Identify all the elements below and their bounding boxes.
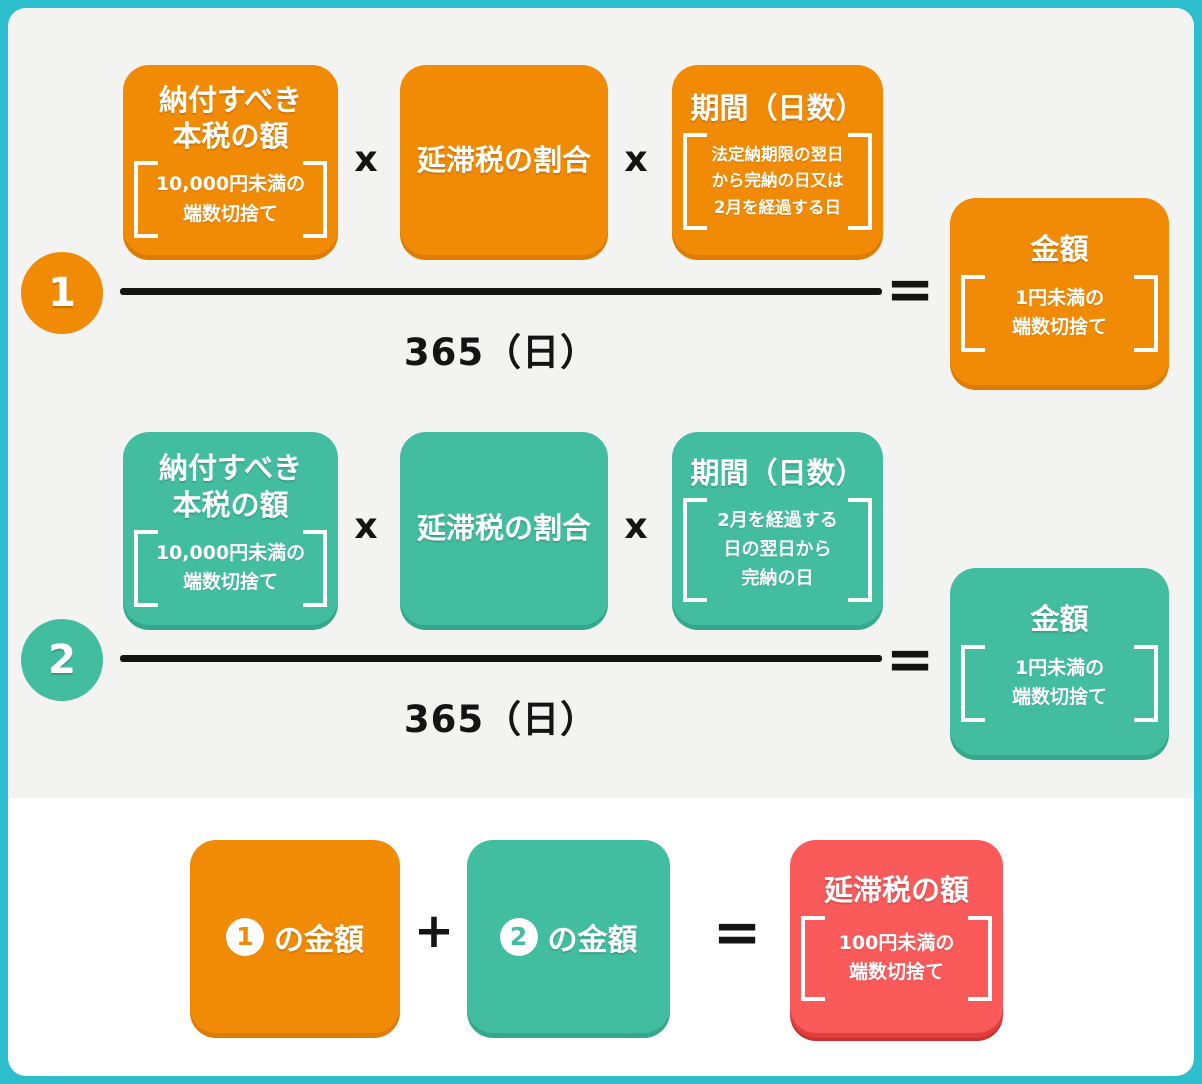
f2-multiply-sign-2: x xyxy=(624,506,648,547)
f1-multiply-sign-1: x xyxy=(354,139,378,180)
f1-amount-result-bracket: 1円未満の 端数切捨て xyxy=(961,274,1158,352)
f1-principal-tax-box: 納付すべき 本税の額 10,000円未満の 端数切捨て xyxy=(123,65,338,255)
f2-delinquency-rate-box: 延滞税の割合 xyxy=(400,432,608,625)
f3-equals-sign: = xyxy=(712,898,762,966)
f1-denominator-365-days: 365（日） xyxy=(403,331,599,374)
circled-1-icon: 1 xyxy=(226,917,264,956)
f1-principal-tax-title: 納付すべき 本税の額 xyxy=(159,82,302,154)
f1-principal-tax-note-bracket: 10,000円未満の 端数切捨て xyxy=(134,161,327,239)
f3-plus-sign: + xyxy=(413,903,455,959)
f2-delinquency-rate-title: 延滞税の割合 xyxy=(416,511,591,546)
f2-principal-tax-box: 納付すべき 本税の額 10,000円未満の 端数切捨て xyxy=(123,432,338,625)
step1-badge: 1 xyxy=(21,252,103,334)
f2-fraction-bar xyxy=(120,655,882,662)
f3-amount2-label: 2 の金額 xyxy=(499,915,638,959)
f2-period-box: 期間（日数） 2月を経過する 日の翌日から 完納の日 xyxy=(672,432,883,625)
f2-amount-result-title: 金額 xyxy=(1030,602,1089,637)
f2-amount-result-bracket: 1円未満の 端数切捨て xyxy=(961,644,1158,722)
f3-total-note-bracket: 100円未満の 端数切捨て xyxy=(801,915,992,1001)
f1-period-box: 期間（日数） 法定納期限の翌日 から完納の日又は 2月を経過する日 xyxy=(672,65,883,255)
f1-delinquency-rate-box: 延滞税の割合 xyxy=(400,65,608,255)
f1-period-title: 期間（日数） xyxy=(690,90,865,125)
f1-amount-result-title: 金額 xyxy=(1030,232,1089,267)
f1-multiply-sign-2: x xyxy=(624,139,648,180)
f2-principal-tax-title: 納付すべき 本税の額 xyxy=(159,451,302,522)
f3-total-delinquent-tax-title: 延滞税の額 xyxy=(823,873,969,908)
f3-amount1-box: 1 の金額 xyxy=(190,840,400,1033)
f2-period-title: 期間（日数） xyxy=(690,455,865,490)
f1-delinquency-rate-title: 延滞税の割合 xyxy=(416,142,591,177)
f2-equals-sign: = xyxy=(885,625,935,693)
f1-amount-result-box: 金額 1円未満の 端数切捨て xyxy=(950,198,1169,385)
f3-amount1-label: 1 の金額 xyxy=(226,915,364,959)
f1-equals-sign: = xyxy=(885,255,935,323)
f2-multiply-sign-1: x xyxy=(354,506,378,547)
f3-total-delinquent-tax-box: 延滞税の額 100円未満の 端数切捨て xyxy=(790,840,1003,1033)
f3-amount2-box: 2 の金額 xyxy=(467,840,670,1033)
f2-denominator-365-days: 365（日） xyxy=(403,698,599,741)
circled-2-icon: 2 xyxy=(499,917,538,956)
f2-period-note-bracket: 2月を経過する 日の翌日から 完納の日 xyxy=(683,497,872,603)
f2-principal-tax-note-bracket: 10,000円未満の 端数切捨て xyxy=(134,529,327,607)
f2-amount-result-box: 金額 1円未満の 端数切捨て xyxy=(950,568,1169,755)
f1-period-note-bracket: 法定納期限の翌日 から完納の日又は 2月を経過する日 xyxy=(683,133,872,231)
f1-fraction-bar xyxy=(120,288,882,295)
step2-badge: 2 xyxy=(21,619,103,701)
